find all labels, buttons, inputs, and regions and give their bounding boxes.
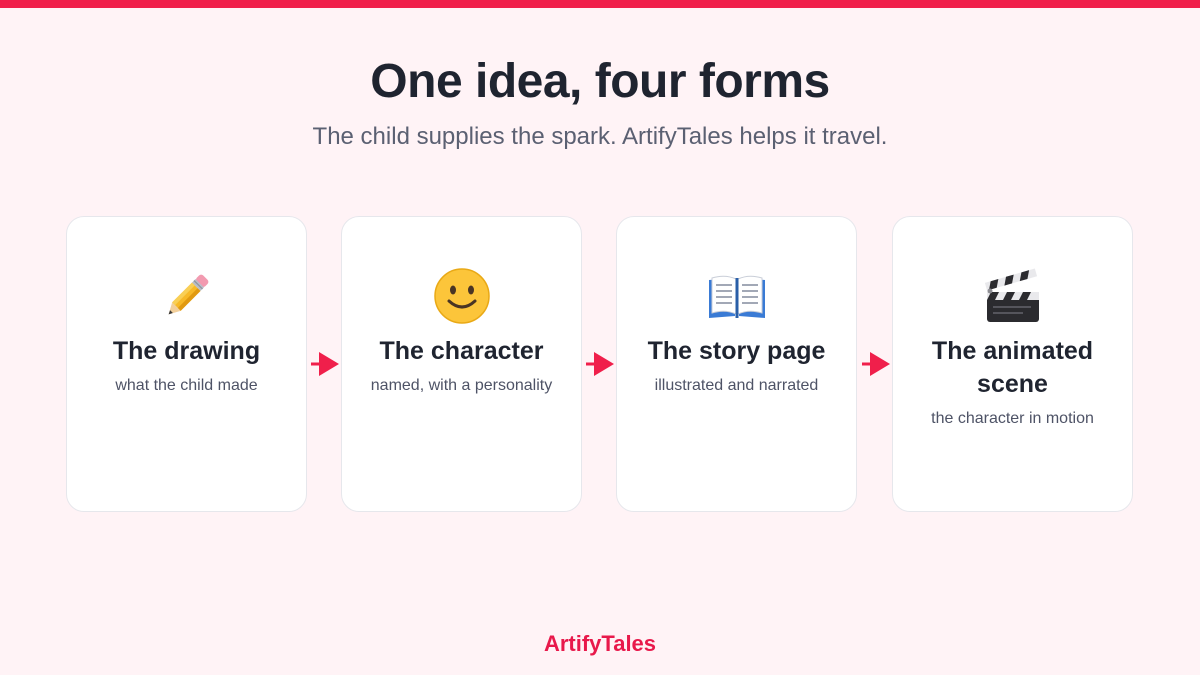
pencil-icon — [67, 263, 306, 329]
step-title-text: The story page — [647, 337, 826, 365]
step-card-story-page: The story page illustrated and narrated — [616, 216, 857, 512]
smiley-face-icon — [342, 263, 581, 329]
open-book-icon — [617, 263, 856, 329]
arrow-right-icon — [311, 352, 339, 376]
step-description: illustrated and narrated — [654, 377, 819, 394]
page-subtitle: The child supplies the spark. ArtifyTale… — [312, 123, 888, 150]
step-title: The story page illustrated and narrated — [631, 335, 842, 396]
step-card-character: The character named, with a personality — [341, 216, 582, 512]
step-card-animated-scene: The animated scene the character in moti… — [892, 216, 1133, 512]
step-title: The character named, with a personality — [356, 335, 567, 396]
flow-diagram: The drawing what the child made The char… — [66, 216, 1134, 513]
step-title-text: The animated scene — [931, 337, 1094, 398]
step-title: The drawing what the child made — [81, 335, 292, 396]
step-description: the character in motion — [931, 410, 1094, 427]
step-title-text: The character — [379, 337, 544, 365]
arrow-right-icon — [586, 352, 614, 376]
step-title-text: The drawing — [112, 337, 261, 365]
arrow-right-icon — [862, 352, 890, 376]
page-title: One idea, four forms — [370, 55, 830, 108]
clapper-board-icon — [893, 263, 1132, 329]
top-accent-bar — [0, 0, 1200, 8]
step-card-drawing: The drawing what the child made — [66, 216, 307, 512]
brand-footer-logo: ArtifyTales — [543, 631, 657, 656]
step-description: named, with a personality — [370, 377, 553, 394]
step-description: what the child made — [115, 377, 258, 394]
step-title: The animated scene the character in moti… — [907, 335, 1118, 429]
